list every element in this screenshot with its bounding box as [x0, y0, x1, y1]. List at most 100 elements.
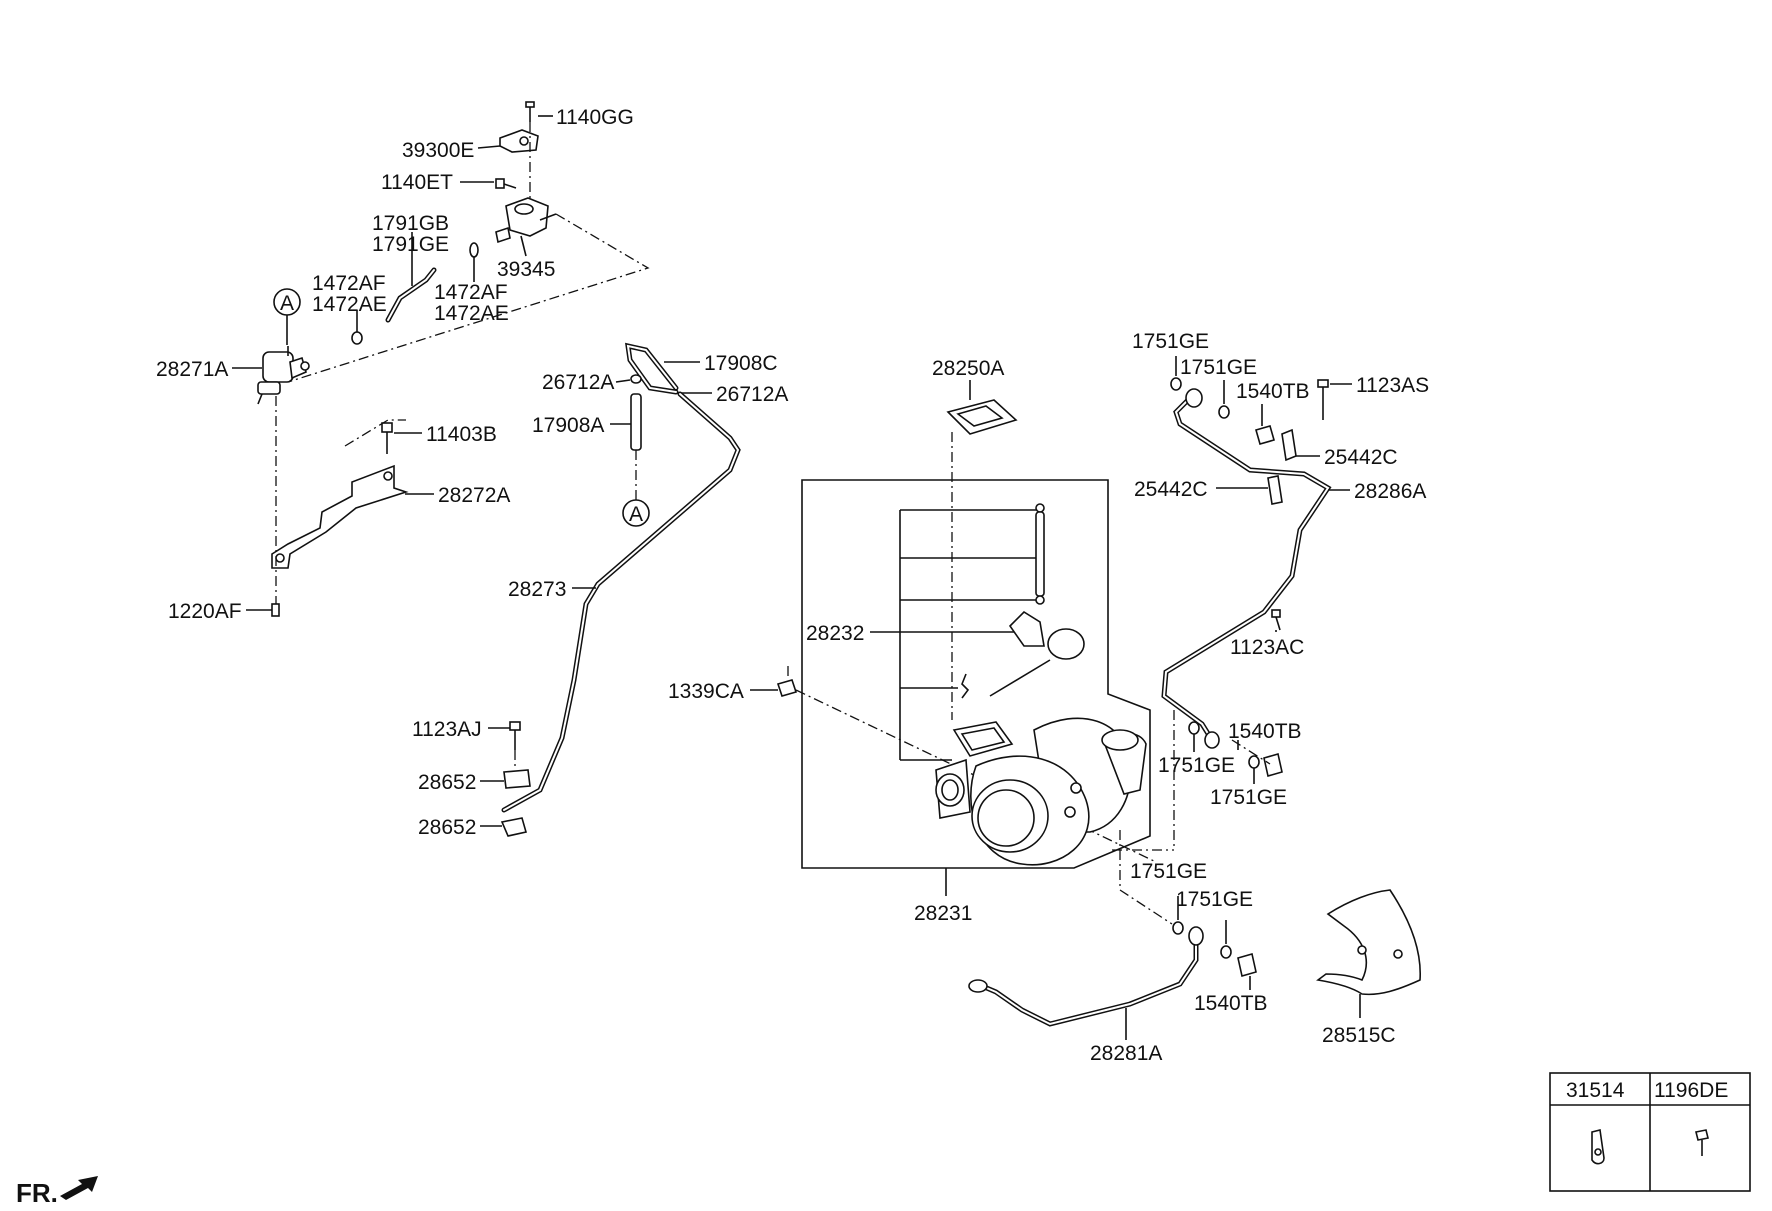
bolt-1220af-part [271, 603, 280, 617]
label-1791ge: 1791GE [372, 233, 449, 256]
label-28232: 28232 [806, 622, 864, 645]
label-1140gg: 1140GG [556, 106, 634, 129]
leader-26712a-a [615, 379, 631, 383]
bracket-lines-28232 [899, 509, 1036, 761]
label-1751ge-5: 1751GE [1130, 860, 1207, 883]
return-end-part [968, 979, 988, 993]
label-1123as: 1123AS [1356, 374, 1429, 397]
left-sensor-assembly [232, 101, 650, 617]
pipe-28281a-part [979, 937, 1199, 1027]
front-orientation-marker: FR. [16, 1176, 98, 1208]
turbo-body-28231-part [935, 717, 1147, 866]
washer-1751ge-3-part [1188, 721, 1200, 735]
axis-hose [287, 213, 650, 383]
label-1540tb-1: 1540TB [1236, 380, 1310, 403]
nut-1339ca-part [776, 679, 798, 697]
label-17908a: 17908A [532, 414, 604, 437]
front-arrow-icon [60, 1176, 98, 1200]
label-28515c: 28515C [1322, 1024, 1396, 1047]
label-1220af: 1220AF [168, 600, 242, 623]
label-1472af-b: 1472AF [434, 281, 508, 304]
bolt-1123as-part [1317, 379, 1329, 420]
washer-1751ge-2-part [1218, 405, 1230, 419]
oil-line-assembly [968, 356, 1421, 1040]
label-1540tb-3: 1540TB [1194, 992, 1268, 1015]
label-1540tb-2: 1540TB [1228, 720, 1302, 743]
clip-25442c-b-part [1267, 475, 1283, 505]
label-28281a: 28281A [1090, 1042, 1162, 1065]
bolt-1540tb-1-part [1255, 425, 1275, 445]
reference-a-middle [622, 499, 650, 527]
tube-17908a-part [630, 393, 642, 451]
label-28272a: 28272A [438, 484, 510, 507]
label-28271a: 28271A [156, 358, 228, 381]
label-39345: 39345 [497, 258, 555, 281]
gasket-28250a-part [946, 399, 1018, 435]
label-1472ae-b: 1472AE [434, 302, 509, 325]
clamp-1472-lower-part [351, 331, 363, 345]
label-1339ca: 1339CA [668, 680, 744, 703]
bolt-1123ac-part [1271, 609, 1281, 631]
label-1472af-a: 1472AF [312, 272, 386, 295]
washer-1751ge-6-part [1220, 945, 1232, 959]
label-28652-a: 28652 [418, 771, 476, 794]
bolt-1540tb-3-part [1237, 952, 1257, 978]
banjo-top-part [1185, 388, 1203, 408]
label-ref-a-left: A [280, 292, 294, 315]
bolt-1140gg-part [525, 101, 535, 122]
label-1123aj: 1123AJ [412, 718, 482, 741]
heat-shield-28515c-part [1316, 889, 1421, 996]
label-28652-b: 28652 [418, 816, 476, 839]
clip-25442c-a-part [1281, 428, 1297, 462]
legend-col1-header: 31514 [1566, 1079, 1625, 1102]
vacuum-hose-assembly [480, 342, 741, 837]
legend-table: 31514 1196DE [1549, 1072, 1751, 1192]
reference-a-left [273, 288, 301, 345]
label-25442c-a: 25442C [1324, 446, 1398, 469]
washer-1751ge-5-part [1172, 921, 1184, 935]
solenoid-28271a-part [257, 346, 310, 405]
label-28250a: 28250A [932, 357, 1004, 380]
frame-28231 [801, 479, 1151, 869]
label-1472ae-a: 1472AE [312, 293, 387, 316]
label-28231: 28231 [914, 902, 972, 925]
washer-1751ge-4-part [1248, 755, 1260, 769]
label-1751ge-6: 1751GE [1176, 888, 1253, 911]
grommet-31514-icon [1591, 1129, 1605, 1165]
banjo-return-part [1188, 926, 1204, 946]
sensor-39300e-part [499, 129, 539, 153]
label-11403b: 11403B [426, 423, 497, 446]
actuator-28232-part [961, 503, 1085, 699]
part-labels: 1140GG 39300E 1140ET 1791GB 1791GE 39345… [156, 106, 1429, 1065]
clip-28652-a-part [503, 769, 531, 789]
clip-28652-b-part [500, 817, 528, 837]
label-25442c-b: 25442C [1134, 478, 1208, 501]
bolt-11403b-part [381, 422, 393, 454]
front-label: FR. [16, 1178, 58, 1208]
legend-col2-header: 1196DE [1654, 1079, 1728, 1102]
bracket-28272a-part [271, 464, 409, 569]
bolt-1196de-icon [1695, 1129, 1709, 1156]
axis-right [1112, 710, 1271, 851]
bolt-1540tb-2-part [1263, 752, 1283, 778]
leader-39345 [520, 235, 527, 257]
leader-39300e [477, 145, 501, 149]
label-1140et: 1140ET [381, 171, 453, 194]
label-17908c: 17908C [704, 352, 778, 375]
axis-return [1119, 830, 1173, 925]
hose-1791-part [385, 267, 437, 323]
axis-bracket [344, 419, 406, 447]
bolt-1140et-part [495, 178, 517, 189]
axis-nut [787, 662, 1157, 863]
label-1123ac: 1123AC [1230, 636, 1304, 659]
label-1751ge-1: 1751GE [1132, 330, 1209, 353]
washer-1751ge-1-part [1170, 377, 1182, 391]
label-1751ge-4: 1751GE [1210, 786, 1287, 809]
label-28286a: 28286A [1354, 480, 1426, 503]
pipe-28286a-part [1161, 395, 1332, 743]
label-ref-a-middle: A [629, 503, 643, 526]
label-39300e: 39300E [402, 139, 474, 162]
label-1791gb: 1791GB [372, 212, 449, 235]
clip-26712a-a-part [630, 374, 642, 384]
